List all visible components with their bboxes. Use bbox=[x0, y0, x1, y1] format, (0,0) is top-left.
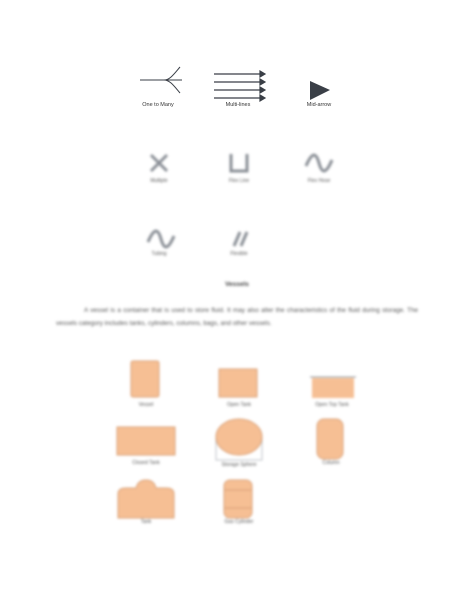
vessel-shape bbox=[130, 360, 160, 398]
gas-cylinder-caption: Gas Cylinder bbox=[224, 519, 254, 525]
multi-lines-caption: Multi-lines bbox=[225, 102, 251, 108]
flexible-icon bbox=[232, 231, 249, 247]
tubing-icon bbox=[146, 229, 176, 249]
open-top-tank-shape bbox=[310, 376, 356, 398]
tank-shape bbox=[117, 479, 175, 519]
one-to-many-symbol bbox=[140, 66, 182, 94]
open-tank-shape bbox=[218, 368, 258, 398]
mid-arrow-symbol bbox=[310, 81, 330, 100]
closed-tank-shape bbox=[116, 426, 176, 456]
vessel-caption: Vessel bbox=[138, 402, 154, 408]
multi-lines-symbol bbox=[214, 69, 267, 103]
gas-cylinder-shape bbox=[223, 479, 253, 519]
open-tank-caption: Open Tank bbox=[226, 402, 252, 408]
open-top-tank-caption: Open Top Tank bbox=[315, 402, 349, 408]
one-to-many-caption: One to Many bbox=[142, 102, 174, 108]
storage-sphere-shape bbox=[215, 418, 263, 461]
closed-tank-caption: Closed Tank bbox=[132, 460, 160, 466]
column-caption: Column bbox=[322, 460, 340, 466]
multiple-caption: Multiple bbox=[150, 178, 168, 184]
flexible-caption: Flexible bbox=[230, 251, 248, 257]
flex-line-icon bbox=[229, 154, 249, 173]
flex-hose-caption: Flex Hose bbox=[307, 178, 331, 184]
tank-caption: Tank bbox=[140, 519, 152, 525]
section-paragraph: A vessel is a container that is used to … bbox=[56, 307, 418, 327]
mid-arrow-caption: Mid-arrow bbox=[306, 102, 332, 108]
storage-sphere-caption: Storage Sphere bbox=[221, 462, 257, 468]
section-heading: Vessels bbox=[225, 281, 249, 288]
flex-line-caption: Flex Line bbox=[228, 178, 250, 184]
flex-hose-icon bbox=[304, 153, 334, 173]
tubing-caption: Tubing bbox=[151, 251, 167, 257]
column-shape bbox=[316, 418, 344, 460]
multiple-icon bbox=[149, 153, 169, 173]
